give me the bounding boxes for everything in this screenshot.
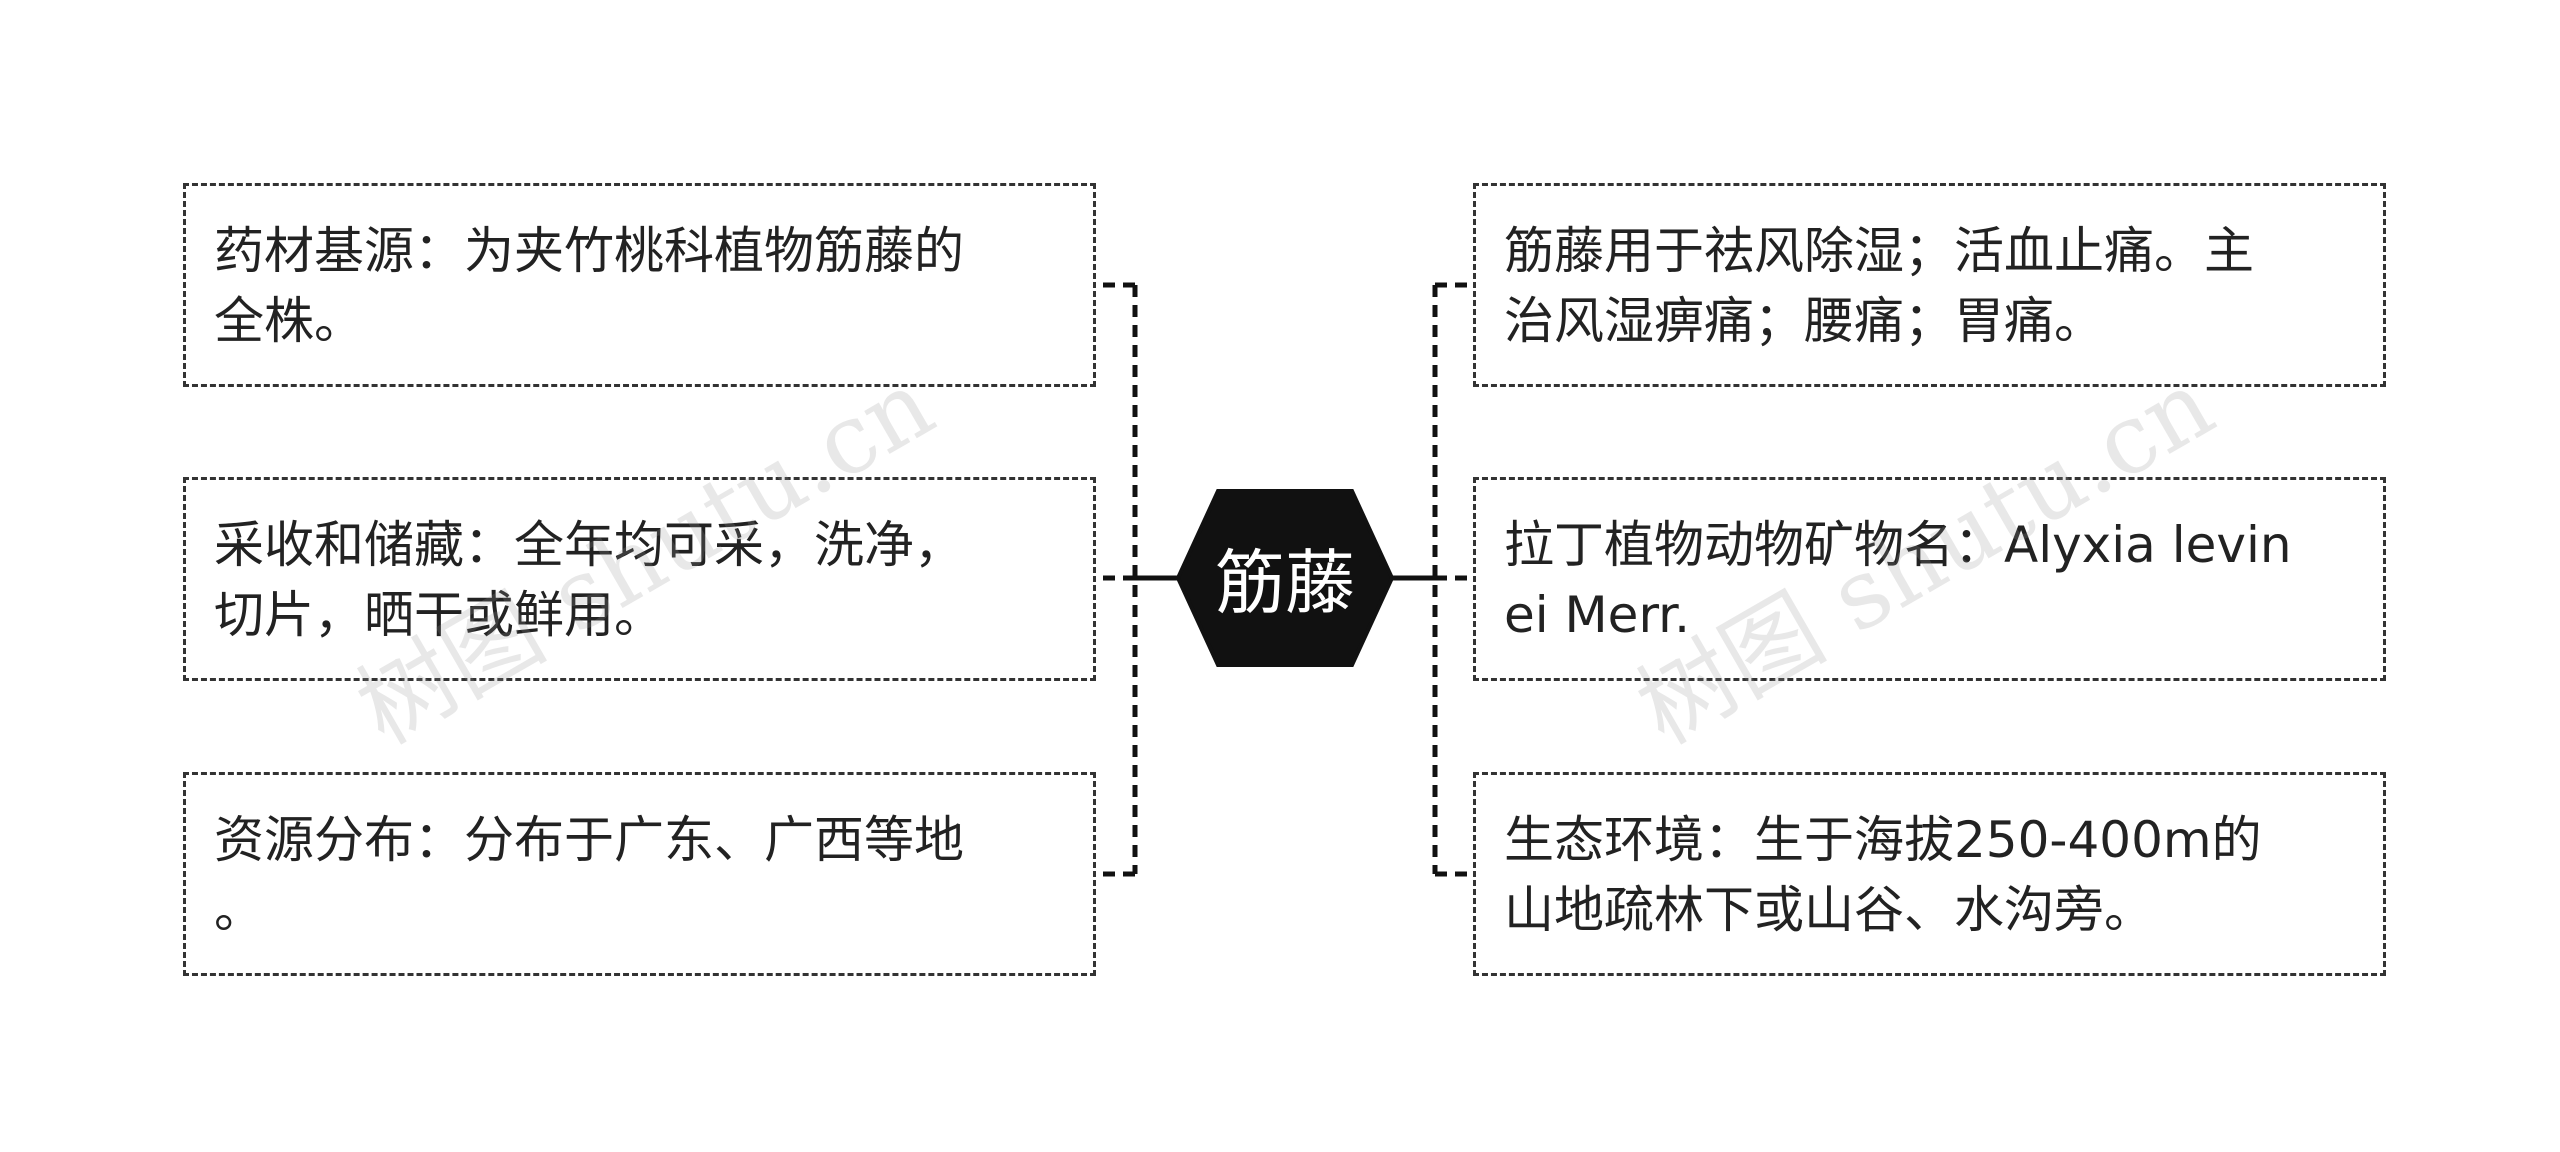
right-topic-node-latin-name[interactable]: 拉丁植物动物矿物名：Alyxia levin ei Merr. [1473, 477, 2386, 681]
right-topic-node-habitat[interactable]: 生态环境：生于海拔250-400m的 山地疏林下或山谷、水沟旁。 [1473, 772, 2386, 976]
node-text-line: 药材基源：为夹竹桃科植物筋藤的 [214, 222, 964, 280]
node-text-line: ei Merr. [1504, 586, 1690, 644]
left-topic-node-source[interactable]: 药材基源：为夹竹桃科植物筋藤的 全株。 [183, 183, 1096, 387]
node-text-line: 切片，晒干或鲜用。 [214, 586, 664, 644]
left-topic-node-harvest[interactable]: 采收和储藏：全年均可采，洗净， 切片，晒干或鲜用。 [183, 477, 1096, 681]
node-text-line: 采收和储藏：全年均可采，洗净， [214, 516, 964, 574]
right-topic-node-usage[interactable]: 筋藤用于祛风除湿；活血止痛。主 治风湿痹痛；腰痛；胃痛。 [1473, 183, 2386, 387]
center-topic-label[interactable]: 筋藤 [1215, 542, 1355, 624]
node-text-line: 筋藤用于祛风除湿；活血止痛。主 [1504, 222, 2254, 280]
node-text-line: 拉丁植物动物矿物名：Alyxia levin [1504, 516, 2292, 574]
node-text-line: 资源分布：分布于广东、广西等地 [214, 811, 964, 869]
node-text-line: 全株。 [214, 292, 364, 350]
left-topic-node-distribution[interactable]: 资源分布：分布于广东、广西等地 。 [183, 772, 1096, 976]
node-text-line: 生态环境：生于海拔250-400m的 [1504, 811, 2262, 869]
node-text-line: 。 [214, 881, 264, 939]
node-text-line: 治风湿痹痛；腰痛；胃痛。 [1504, 292, 2104, 350]
node-text-line: 山地疏林下或山谷、水沟旁。 [1504, 881, 2154, 939]
